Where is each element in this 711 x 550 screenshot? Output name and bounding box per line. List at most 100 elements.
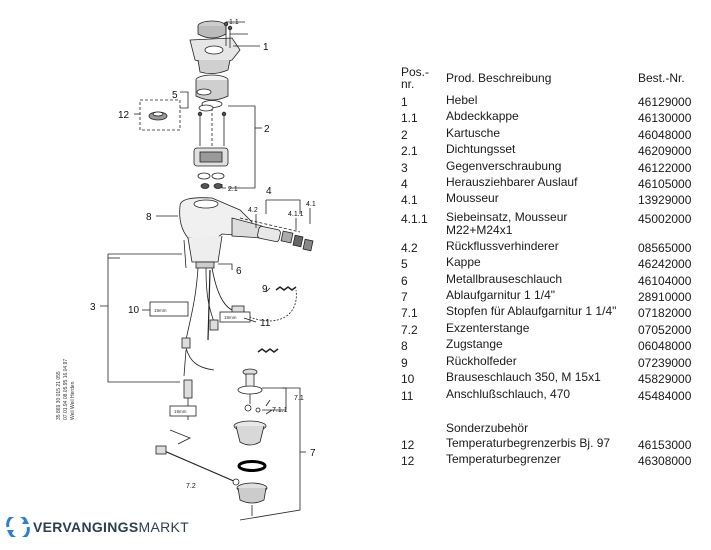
brand-name-part2: MARKT <box>138 519 189 535</box>
table-row: 9 Rückholfeder 07239000 <box>401 353 706 371</box>
description-cell: Rückflussverhinderer <box>446 238 559 253</box>
callout-5: 5 <box>172 90 178 101</box>
pos-cell: 1 <box>401 95 408 109</box>
order-number-cell: 45484000 <box>638 388 692 403</box>
revision-line: 35 869 30 015 21 055 <box>56 371 62 420</box>
description-cell: Temperaturbegrenzer <box>446 452 561 467</box>
eccentric-rod-drawing <box>155 429 240 486</box>
table-row: 4.1.1 Siebeinsatz, Mousseur M22+M24x1 4500… <box>401 209 706 237</box>
pos-cell: 2.1 <box>401 144 418 159</box>
brand-name-part1: VERVANGINGS <box>33 519 139 535</box>
order-number-cell: 46129000 <box>638 95 692 109</box>
description-cell: Abdeckkappe <box>446 109 519 124</box>
dimension-label: 19mm <box>154 308 167 313</box>
drawing-revision-note: 35 869 30 015 21 055 07.01.94 08.05.95 1… <box>56 359 76 420</box>
description-cell: Metallbrauseschlauch <box>446 271 563 286</box>
callout-7-2: 7.2 <box>186 483 196 490</box>
pos-cell: 7.1 <box>401 306 418 321</box>
description-cell: Hebel <box>446 93 478 107</box>
callout-4-1-1: 4.1.1 <box>288 211 304 218</box>
description-cell: Temperaturbegrenzerbis Bj. 97 <box>446 435 611 450</box>
pos-cell: 6 <box>401 273 408 288</box>
callout-4-2: 4.2 <box>248 207 258 214</box>
description-cell: Rückholfeder <box>446 353 517 368</box>
pos-cell: 11 <box>401 388 414 403</box>
callout-2-1: 2.1 <box>228 186 238 193</box>
order-number-cell: 46153000 <box>638 437 692 452</box>
header-description: Prod. Beschreibung <box>446 71 552 85</box>
table-row: 7.2 Exzenterstange 07052000 <box>401 320 706 338</box>
callout-4-1: 4.1 <box>306 201 316 208</box>
callout-7-1: 7.1 <box>294 395 304 402</box>
callout-8: 8 <box>146 212 152 223</box>
header-pos: Pos.- nr. <box>401 65 430 91</box>
description-cell: Exzenterstange <box>446 320 530 335</box>
table-row: 7.1 Stopfen für Ablaufgarnitur 1 1/4" 0718… <box>401 305 706 321</box>
order-number-cell: 46130000 <box>638 111 692 126</box>
description-cell: Kartusche <box>446 125 501 140</box>
pos-cell: 3 <box>401 160 408 175</box>
table-header-row: Pos.- nr. Prod. Beschreibung Best.-Nr. <box>401 66 706 94</box>
order-number-cell: 07239000 <box>638 355 692 370</box>
spout-parts-drawing <box>239 217 314 252</box>
order-number-cell: 07182000 <box>638 306 692 321</box>
table-row: 12 Temperaturbegrenzerbis Bj. 97 46153000 <box>401 435 706 453</box>
order-number-cell: 07052000 <box>638 322 692 337</box>
callout-9: 9 <box>262 284 268 295</box>
temperature-limiter-drawing <box>139 99 181 131</box>
callout-3: 3 <box>90 302 96 313</box>
order-number-cell: 06048000 <box>638 339 692 354</box>
pos-cell: 9 <box>401 355 408 370</box>
pos-cell: 1.1 <box>401 111 418 126</box>
parts-list-table: Pos.- nr. Prod. Beschreibung Best.-Nr. 1… <box>401 66 706 470</box>
order-number-cell: 45002000 <box>638 211 692 226</box>
callout-2: 2 <box>264 124 270 135</box>
pos-cell: 4 <box>401 177 408 192</box>
callout-11: 11 <box>260 318 271 329</box>
callout-1-1: 1.1 <box>229 19 239 26</box>
order-number-cell: 46308000 <box>638 454 692 469</box>
description-cell: Gegenverschraubung <box>446 158 562 173</box>
pos-cell: 12 <box>401 454 415 469</box>
pos-cell: 4.1 <box>401 193 418 208</box>
description-cell: Siebeinsatz, Mousseur M22+M24x1 <box>446 209 568 237</box>
drain-assembly-drawing <box>233 368 268 516</box>
order-number-cell: 28910000 <box>638 290 692 305</box>
dimension-label: 19mm <box>174 409 187 414</box>
callout-10: 10 <box>128 305 140 316</box>
order-number-cell: 46048000 <box>638 127 692 142</box>
table-row: 1.1 Abdeckkappe 46130000 <box>401 110 706 126</box>
order-number-cell: 46104000 <box>638 273 692 288</box>
description-cell: Ablaufgarnitur 1 1/4" <box>446 288 555 303</box>
pos-cell: 4.1.1 <box>401 211 428 226</box>
description-cell: Herausziehbarer Auslauf <box>446 175 578 190</box>
pos-cell: 7 <box>401 290 408 305</box>
faucet-body-drawing <box>179 197 263 269</box>
order-number-cell: 46242000 <box>638 257 692 272</box>
description-cell: Stopfen für Ablaufgarnitur 1 1/4" <box>446 304 617 319</box>
table-row: 12 Temperaturbegrenzer 46308000 <box>401 452 706 469</box>
order-number-cell: 45829000 <box>638 372 692 387</box>
order-number-cell: 13929000 <box>638 193 692 208</box>
brand-logo-icon <box>6 517 30 537</box>
pos-cell: 12 <box>401 437 415 452</box>
dimension-label: 19mm <box>224 315 237 320</box>
section-header-row: Sonderzubehör <box>401 420 706 436</box>
table-row: 4.1 Mousseur 13929000 <box>401 192 706 208</box>
pos-cell: 7.2 <box>401 322 418 337</box>
return-spring-drawing <box>257 286 297 353</box>
callout-1: 1 <box>263 42 269 53</box>
cartridge-part-drawing <box>193 111 229 189</box>
brand-name: VERVANGINGSMARKT <box>33 519 189 535</box>
description-cell: Mousseur <box>446 191 499 206</box>
pos-cell: 5 <box>401 257 408 272</box>
